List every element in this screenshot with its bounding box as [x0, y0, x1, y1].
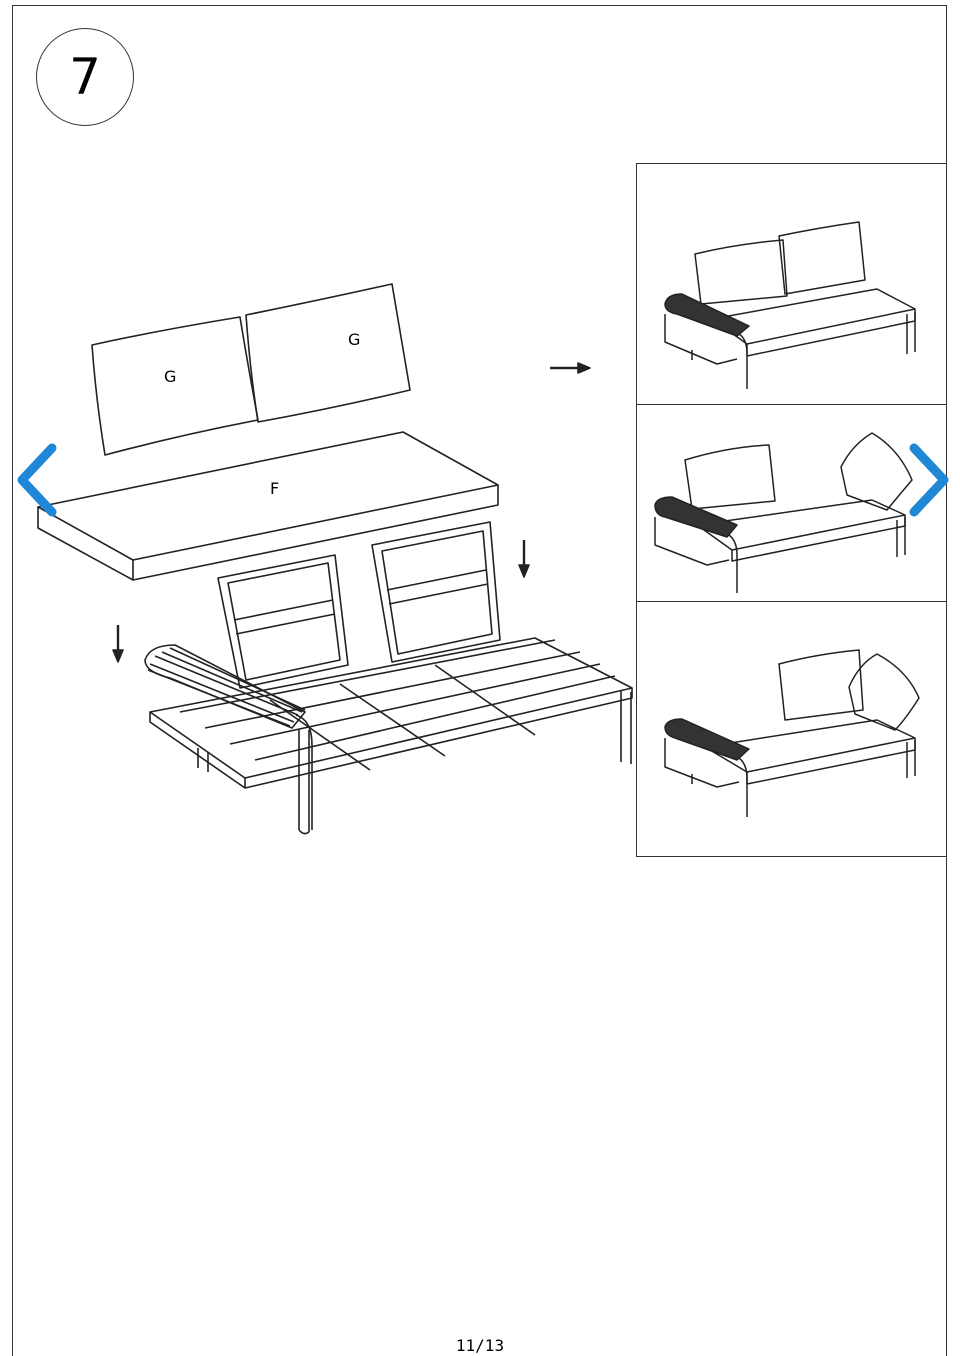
step-number-badge: 7 — [36, 28, 134, 126]
backrest-left — [217, 554, 349, 689]
arrow-right-icon — [550, 362, 591, 374]
seat-cushion-top — [37, 431, 499, 561]
chevron-right-icon — [909, 443, 949, 517]
configuration-panel-2 — [636, 404, 947, 602]
armrest — [144, 644, 306, 729]
configuration-panel-1 — [636, 163, 947, 405]
arrow-down-icon — [518, 540, 530, 578]
back-cushion-left — [91, 316, 259, 456]
step-number: 7 — [69, 48, 101, 106]
prev-page-button[interactable] — [10, 440, 60, 520]
back-cushion-right — [245, 283, 411, 423]
configuration-panel-3 — [636, 601, 947, 857]
label-g-right: G — [348, 330, 360, 349]
label-g-left: G — [164, 367, 176, 386]
chevron-left-icon — [17, 443, 57, 517]
arrow-down-icon — [112, 625, 124, 663]
label-f: F — [270, 479, 279, 498]
page-number: 11/13 — [455, 1336, 505, 1355]
assembly-illustration: G G F — [37, 283, 633, 835]
sofa-frame — [149, 637, 633, 835]
backrest-right — [371, 521, 501, 663]
next-page-button[interactable] — [900, 440, 950, 520]
